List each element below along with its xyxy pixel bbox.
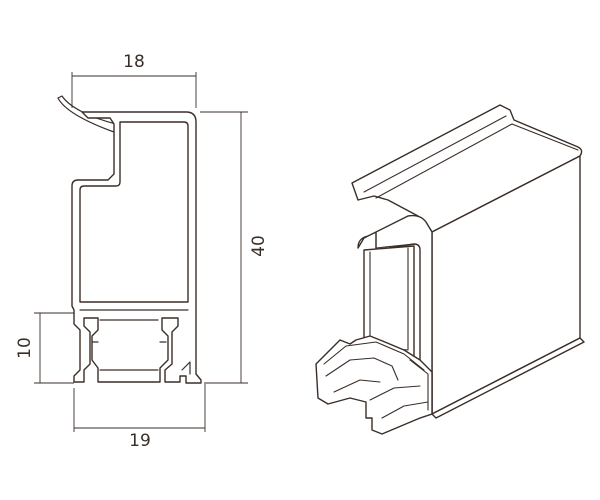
dimension-label-height: 40 xyxy=(249,235,269,257)
dimension-top-width: 18 xyxy=(71,52,197,108)
inner-chamber xyxy=(79,121,189,303)
gasket-lip xyxy=(57,97,115,133)
dimension-label-top: 18 xyxy=(123,52,145,72)
dimension-label-base: 10 xyxy=(15,337,35,359)
cross-section xyxy=(57,95,202,384)
dimension-bottom-width: 19 xyxy=(73,384,206,451)
dimension-label-bottom: 19 xyxy=(129,431,151,451)
isometric-view xyxy=(315,104,585,435)
dimension-height: 40 xyxy=(200,111,269,384)
dimension-base-height: 10 xyxy=(15,312,74,384)
iso-base xyxy=(315,335,433,435)
